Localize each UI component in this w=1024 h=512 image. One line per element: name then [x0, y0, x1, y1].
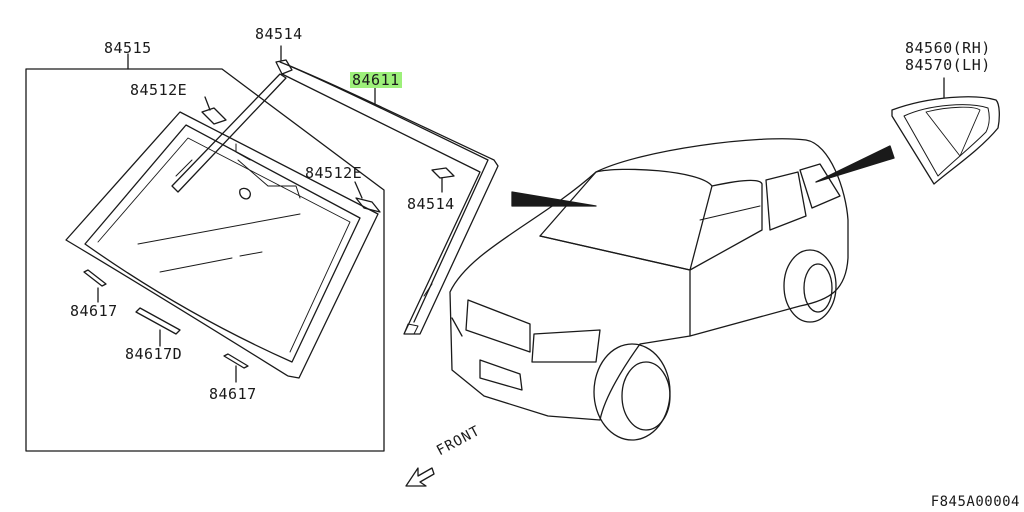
spacer-right	[354, 181, 381, 213]
label-84514-upper: 84514	[255, 25, 303, 43]
label-84617-right: 84617	[209, 385, 257, 403]
clip-upper	[275, 45, 293, 75]
clip-side	[431, 167, 455, 193]
dam-center	[135, 307, 181, 347]
front-arrow	[405, 467, 435, 487]
label-84560-rh: 84560(RH)	[905, 39, 991, 57]
label-84512E-left: 84512E	[130, 81, 188, 99]
label-84514-side: 84514	[407, 195, 455, 213]
label-84611: 84611	[350, 71, 402, 89]
spacer-left	[201, 96, 227, 125]
dam-left	[83, 269, 107, 303]
vehicle-outline	[449, 138, 849, 441]
windshield-glass	[65, 111, 379, 379]
label-84512E-right: 84512E	[305, 164, 363, 182]
quarter-glass	[891, 77, 1000, 185]
windshield-assembly-frame	[25, 53, 385, 452]
pointer-quarter-glass	[815, 145, 895, 183]
label-84570-lh: 84570(LH)	[905, 56, 991, 74]
figure-code: F845A00004	[930, 494, 1020, 510]
upper-strip	[171, 73, 287, 193]
dam-right	[223, 353, 249, 383]
label-84617-left: 84617	[70, 302, 118, 320]
pointer-windshield	[511, 191, 597, 207]
molding	[279, 61, 499, 335]
label-84515: 84515	[104, 39, 152, 57]
label-84617D: 84617D	[125, 345, 183, 363]
